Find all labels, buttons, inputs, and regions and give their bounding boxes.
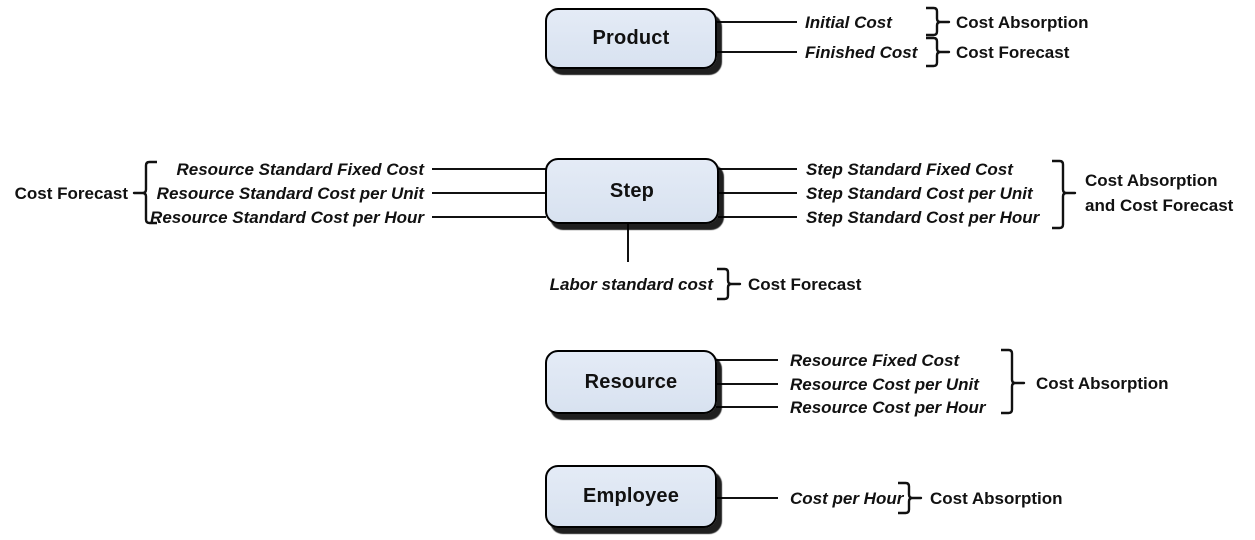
attr-resource-fixed-cost: Resource Fixed Cost <box>790 351 960 370</box>
attr-step-standard-cost-per-unit: Step Standard Cost per Unit <box>806 184 1033 203</box>
attr-resource-standard-cost-per-unit: Resource Standard Cost per Unit <box>156 184 424 203</box>
attr-initial-cost: Initial Cost <box>805 13 892 32</box>
entity-label-resource: Resource <box>584 370 678 393</box>
category-labor-cost-forecast: Cost Forecast <box>748 275 862 294</box>
category-employee-cost-absorption: Cost Absorption <box>930 489 1063 508</box>
category-step-right: Cost Absorption and Cost Forecast <box>1085 168 1233 218</box>
category-product-cost-forecast: Cost Forecast <box>956 43 1070 62</box>
entity-label-product: Product <box>592 27 670 49</box>
entity-box-employee: Employee <box>545 465 717 528</box>
attr-resource-cost-per-hour: Resource Cost per Hour <box>790 398 986 417</box>
category-step-right-line1: Cost Absorption <box>1085 171 1218 190</box>
attr-step-standard-fixed-cost: Step Standard Fixed Cost <box>806 160 1013 179</box>
attr-resource-standard-cost-per-hour: Resource Standard Cost per Hour <box>150 208 424 227</box>
step-right-brace <box>1052 159 1077 230</box>
entity-box-product: Product <box>545 8 717 69</box>
entity-label-step: Step <box>609 179 655 202</box>
attr-step-standard-cost-per-hour: Step Standard Cost per Hour <box>806 208 1040 227</box>
employee-brace <box>898 481 923 515</box>
labor-brace <box>717 267 742 301</box>
attr-resource-cost-per-unit: Resource Cost per Unit <box>790 375 979 394</box>
attr-finished-cost: Finished Cost <box>805 43 918 62</box>
resource-brace <box>1001 348 1026 415</box>
entity-box-step: Step <box>545 158 719 224</box>
category-resource-cost-absorption: Cost Absorption <box>1036 374 1169 393</box>
entity-label-employee: Employee <box>582 485 680 507</box>
product-brace-cost-forecast <box>926 36 951 68</box>
attr-cost-per-hour: Cost per Hour <box>790 489 904 508</box>
attr-labor-standard-cost: Labor standard cost <box>549 275 713 294</box>
category-product-cost-absorption: Cost Absorption <box>956 13 1089 32</box>
product-brace-cost-absorption <box>926 6 951 37</box>
step-left-brace <box>132 160 157 225</box>
category-step-right-line2: and Cost Forecast <box>1085 196 1234 215</box>
attr-resource-standard-fixed-cost: Resource Standard Fixed Cost <box>176 160 424 179</box>
category-step-left-cost-forecast: Cost Forecast <box>14 184 128 203</box>
entity-box-resource: Resource <box>545 350 717 414</box>
